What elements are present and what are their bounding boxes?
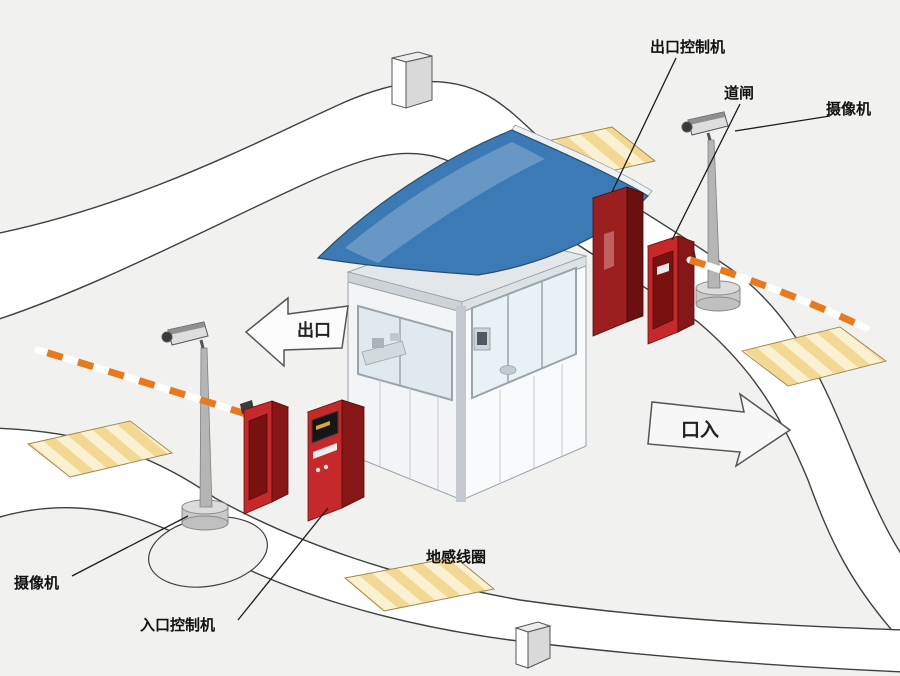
exit-machine-slot xyxy=(604,231,614,270)
label-camera-top: 摄像机 xyxy=(826,100,871,118)
label-entrance-controller: 入口控制机 xyxy=(140,616,215,634)
kiosk-ticket-slot xyxy=(313,443,337,459)
camera-right-lens xyxy=(681,121,693,133)
pillar-box-bottom xyxy=(514,621,552,669)
leader-camera-bottom xyxy=(71,515,189,577)
kiosk-screen-text xyxy=(316,421,330,430)
pillar-front-face xyxy=(515,627,529,669)
entrance-arrow-shape xyxy=(647,392,792,468)
kiosk-button xyxy=(315,467,321,473)
label-camera-bottom: 摄像机 xyxy=(14,574,59,592)
camera-base-right-bottom xyxy=(695,296,741,312)
pillar-front-face xyxy=(391,57,407,109)
booth-interior-stool xyxy=(499,365,517,375)
camera-left-lens xyxy=(161,331,173,343)
label-ground-loop: 地感线圈 xyxy=(426,548,486,566)
cabinet-side xyxy=(271,400,289,503)
leader-barrier-gate xyxy=(671,103,741,241)
camera-base-left-bottom xyxy=(181,515,229,531)
booth-corner-post xyxy=(456,306,466,502)
camera-right-assembly xyxy=(681,111,741,312)
camera-left-top xyxy=(168,322,205,335)
leader-camera-top xyxy=(734,115,831,132)
booth-interior-box xyxy=(372,338,384,348)
pillar-side-face xyxy=(527,625,551,669)
barrier-arm-right xyxy=(686,256,870,332)
cabinet-side xyxy=(677,235,695,333)
kiosk-side xyxy=(341,399,365,509)
entrance-arrow: 口入 xyxy=(647,392,792,468)
pillar-box-top xyxy=(391,51,433,109)
canopy-sheen xyxy=(345,142,545,263)
exit-arrow-shape xyxy=(244,296,349,368)
camera-pole-right xyxy=(707,139,721,289)
cabinet-door xyxy=(248,413,268,501)
ground-loop-bottom xyxy=(343,556,496,612)
leader-entrance-controller xyxy=(237,507,329,621)
booth-interior-desk xyxy=(361,340,407,366)
barrier-arm-left xyxy=(34,346,250,418)
entrance-control-machine xyxy=(306,399,366,522)
cabinet-sticker xyxy=(657,263,669,275)
ground-loop-right xyxy=(740,326,888,387)
ground-loop-left xyxy=(26,420,174,478)
kiosk-button xyxy=(323,464,329,470)
label-barrier-gate: 道闸 xyxy=(724,84,754,102)
leader-exit-controller xyxy=(611,57,677,193)
booth-panel-seams xyxy=(379,364,563,490)
text-labels: 出口控制机 道闸 摄像机 摄像机 入口控制机 地感线圈 xyxy=(14,38,871,634)
exit-arrow-label: 出口 xyxy=(297,320,331,341)
booth-interior-monitor-screen xyxy=(477,332,487,345)
road-exit-lane xyxy=(0,80,900,641)
label-exit-controller: 出口控制机 xyxy=(650,38,725,56)
barrier-arm-right-stripes xyxy=(688,256,868,332)
canopy xyxy=(316,124,653,276)
entrance-arrow-label: 口入 xyxy=(681,419,719,441)
camera-mount-right xyxy=(706,132,712,141)
leader-lines xyxy=(71,57,831,621)
canopy-surface xyxy=(316,129,649,276)
cabinet-door xyxy=(652,250,674,330)
kiosk-screen xyxy=(311,410,339,444)
booth-interior-box xyxy=(390,333,400,341)
exit-machine-side xyxy=(626,186,644,323)
barrier-cabinet-left xyxy=(240,400,290,515)
barrier-cabinet-right xyxy=(646,235,696,345)
pillar-side-face xyxy=(405,55,433,109)
camera-mount-left xyxy=(199,339,205,349)
booth-interior xyxy=(361,327,517,375)
camera-pole-left xyxy=(199,347,213,508)
camera-right-top xyxy=(688,112,725,125)
barrier-arm-left-stripes xyxy=(36,346,248,418)
camera-left-assembly xyxy=(161,321,229,531)
exit-control-machine xyxy=(591,186,645,337)
exit-arrow: 出口 xyxy=(244,296,349,368)
